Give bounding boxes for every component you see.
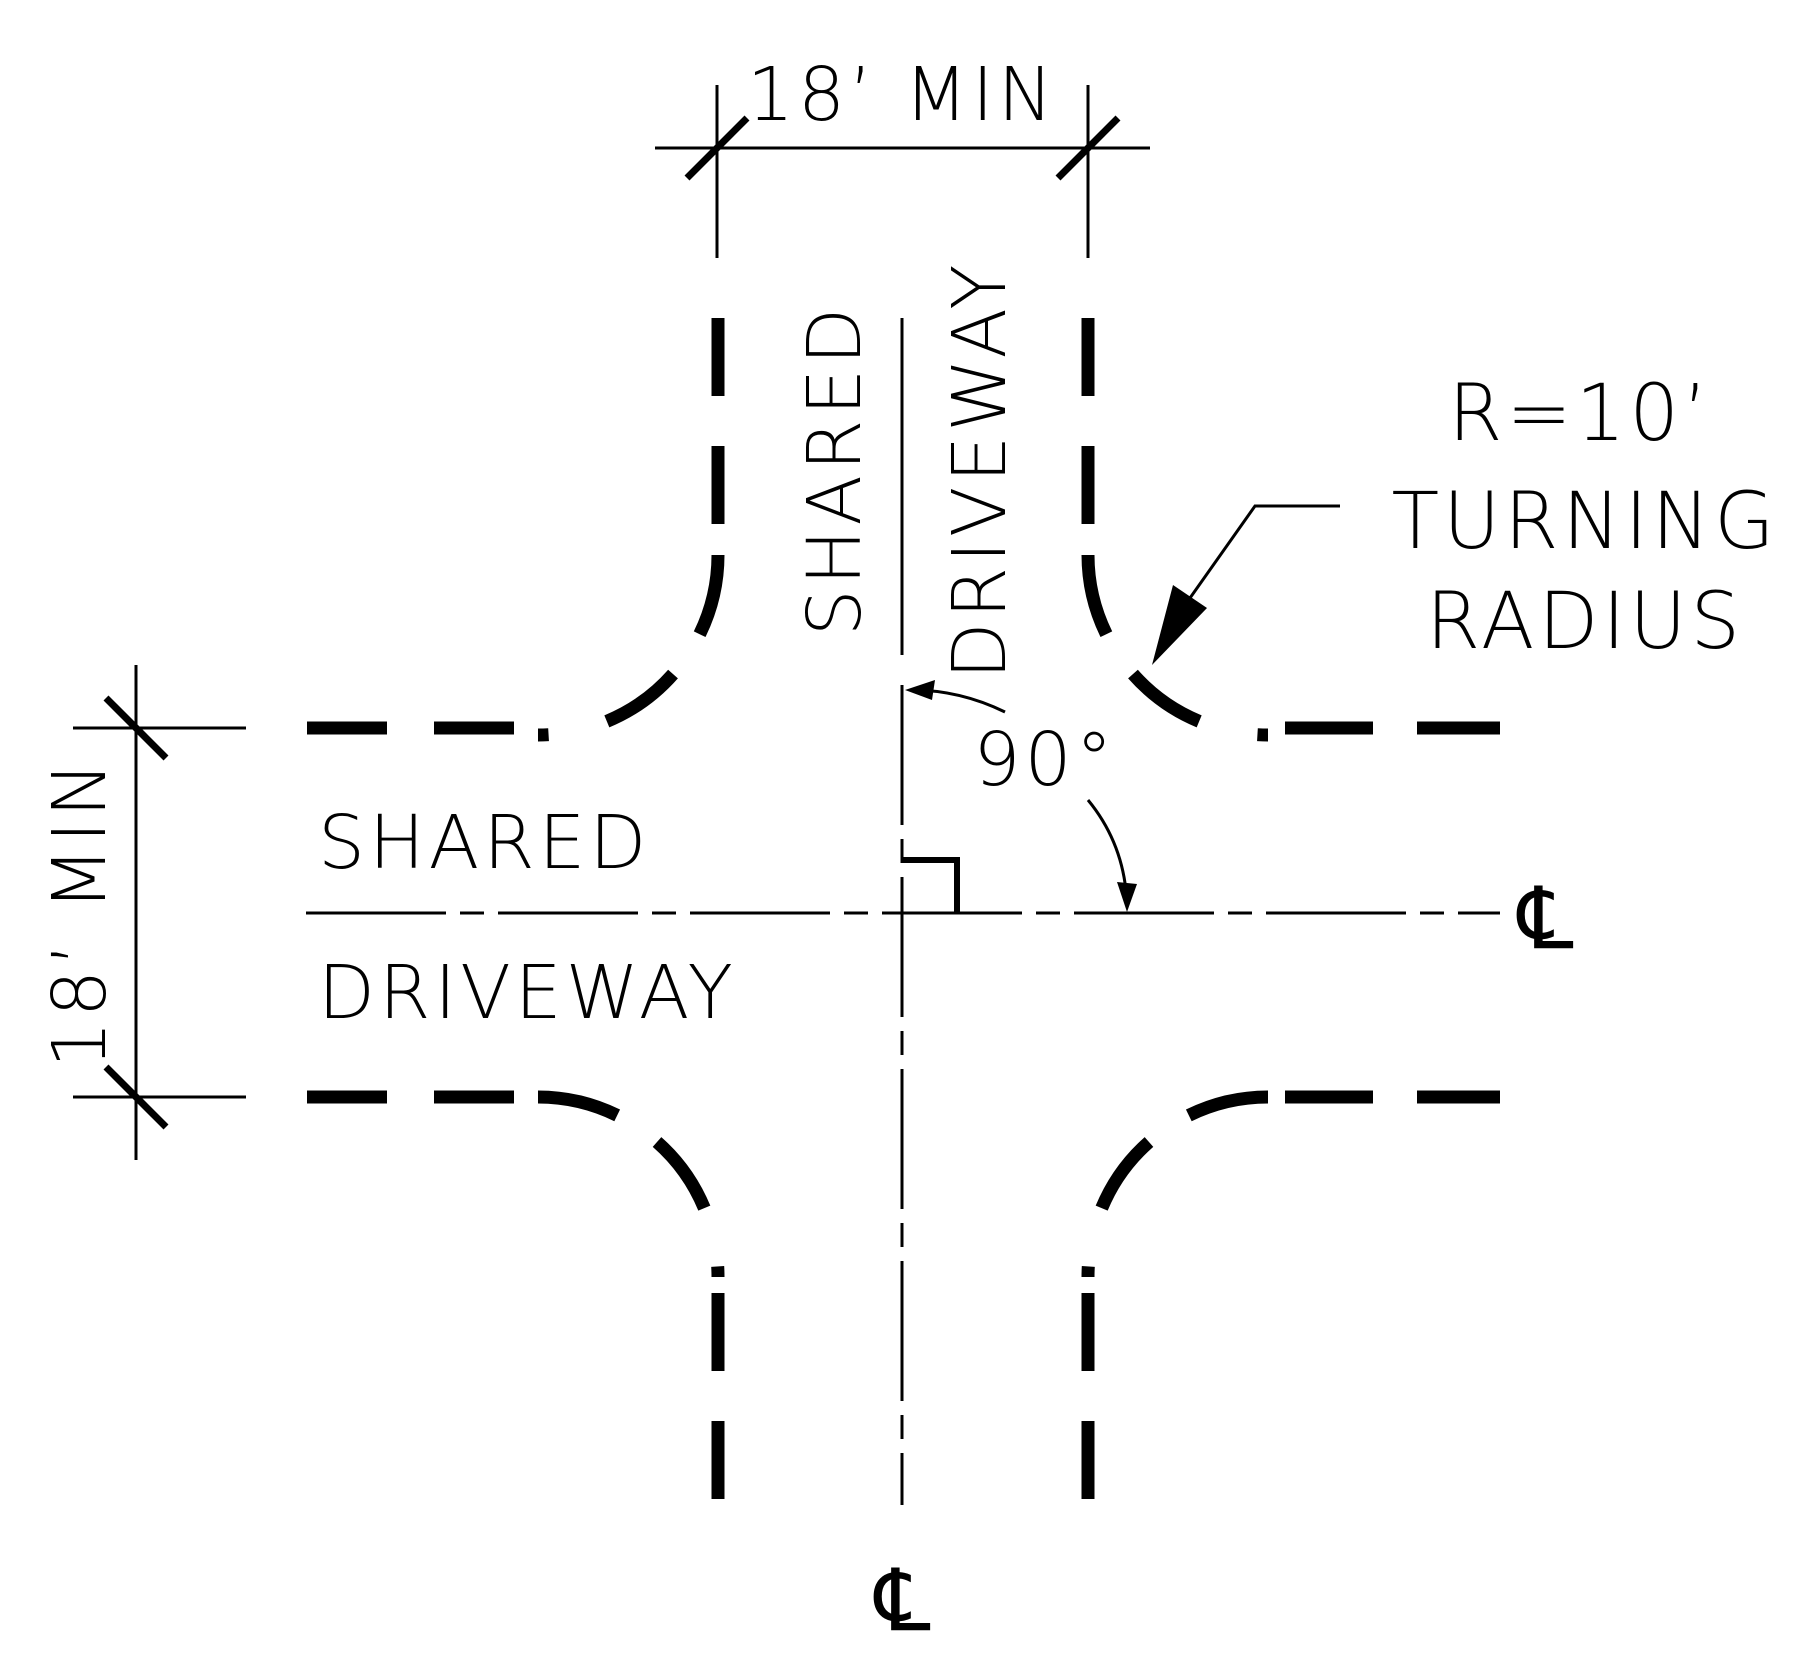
horizontal-label-shared: SHARED xyxy=(318,800,650,886)
radius-curve-top-left xyxy=(537,554,725,742)
top-dimension: 18’ MIN xyxy=(655,52,1150,258)
centerlines: ℄ ℄ xyxy=(306,318,1577,1651)
vertical-label-driveway: DRIVEWAY xyxy=(937,261,1023,680)
angle-arrowhead-bottom xyxy=(1117,882,1137,912)
right-angle-marker xyxy=(902,857,960,913)
centerline-symbol-horizontal: ℄ xyxy=(1516,869,1577,969)
radius-label-turning: TURNING xyxy=(1391,477,1778,567)
angle-callout: 90° xyxy=(905,680,1137,912)
radius-arrowhead xyxy=(1152,585,1207,665)
horizontal-label-driveway: DRIVEWAY xyxy=(318,950,737,1036)
left-dimension: 18’ MIN xyxy=(37,665,246,1160)
radius-label-value: R=10’ xyxy=(1448,369,1712,459)
radius-curve-top-right xyxy=(1081,554,1269,742)
driveway-labels: SHARED DRIVEWAY SHARED DRIVEWAY xyxy=(318,261,1023,1036)
left-tick-top xyxy=(103,695,169,761)
top-tick-left xyxy=(684,115,750,181)
radius-curve-bottom-right xyxy=(1081,1090,1269,1278)
radius-label-radius: RADIUS xyxy=(1426,577,1744,667)
top-dimension-label: 18’ MIN xyxy=(747,52,1057,138)
radius-leader-line xyxy=(1188,504,1340,599)
angle-arrowhead-top xyxy=(905,680,935,700)
left-dimension-label: 18’ MIN xyxy=(37,758,123,1068)
left-tick-bottom xyxy=(103,1064,169,1130)
centerline-symbol-vertical: ℄ xyxy=(873,1551,934,1651)
radius-curve-bottom-left xyxy=(537,1090,725,1278)
driveway-edges xyxy=(307,318,1500,1505)
radius-callout: R=10’ TURNING RADIUS xyxy=(1152,369,1778,667)
vertical-label-shared: SHARED xyxy=(792,304,878,636)
top-tick-right xyxy=(1055,115,1121,181)
angle-label: 90° xyxy=(973,717,1116,803)
